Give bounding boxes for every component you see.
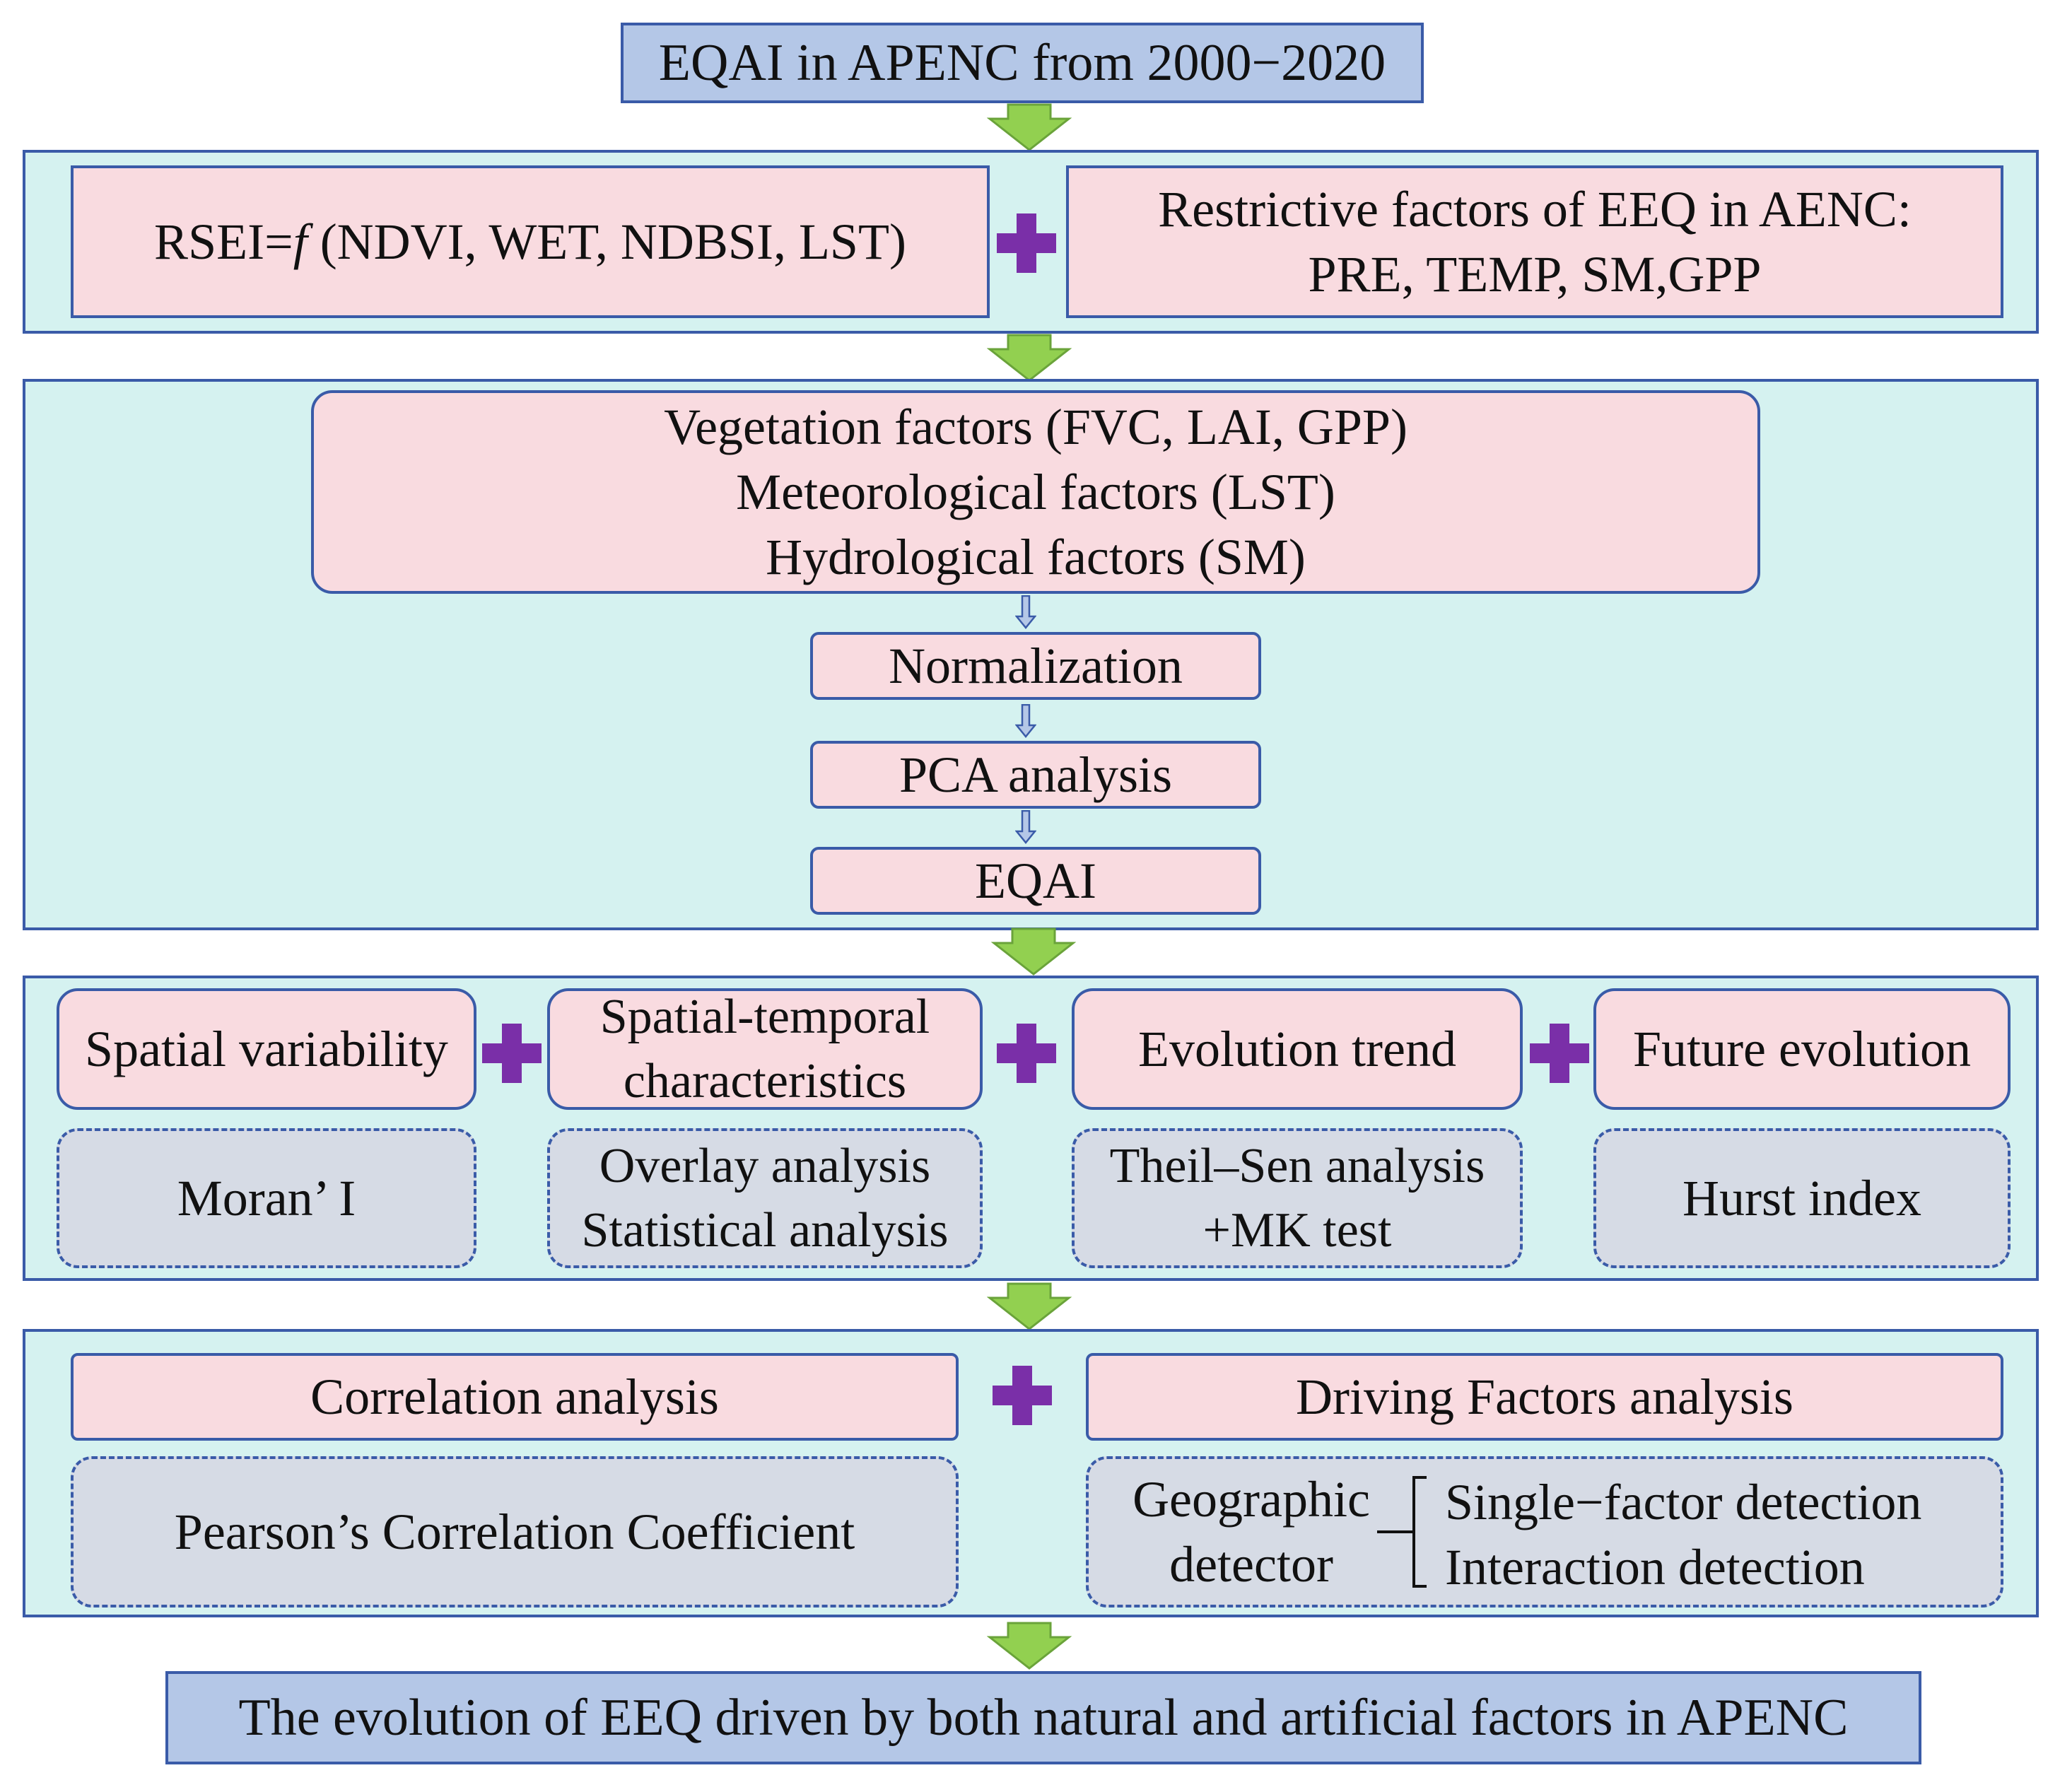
overlay-statistical-box: Overlay analysis Statistical analysis: [547, 1128, 983, 1268]
step-arrow-3: [1015, 810, 1036, 844]
interaction-detection: Interaction detection: [1445, 1539, 1865, 1595]
normalization-text: Normalization: [889, 637, 1183, 694]
spatial-temporal-line-1: Spatial-temporal: [599, 990, 930, 1044]
title-text: EQAI in APENC from 2000−2020: [658, 33, 1386, 92]
overlay-analysis-text: Overlay analysis: [599, 1139, 931, 1193]
spatial-temporal-line-2: characteristics: [623, 1054, 907, 1108]
hydrological-factors: Hydrological factors (SM): [766, 529, 1306, 586]
title-box: EQAI in APENC from 2000−2020: [621, 23, 1424, 103]
flow-arrow-1: [987, 103, 1072, 151]
flow-arrow-4: [987, 1282, 1072, 1330]
statistical-analysis-text: Statistical analysis: [581, 1203, 949, 1258]
plus-icon: [993, 1366, 1052, 1425]
meteorological-factors: Meteorological factors (LST): [736, 463, 1335, 520]
driving-factors-box: Driving Factors analysis: [1086, 1353, 2003, 1441]
restrictive-factors-box: Restrictive factors of EEQ in AENC: PRE,…: [1066, 165, 2003, 318]
pca-box: PCA analysis: [810, 741, 1261, 809]
step-arrow-1: [1015, 595, 1036, 629]
restrictive-line-2: PRE, TEMP, SM,GPP: [1308, 246, 1762, 303]
rsei-box: RSEI=f (NDVI, WET, NDBSI, LST): [71, 165, 990, 318]
hurst-index-text: Hurst index: [1682, 1169, 1921, 1226]
plus-icon: [1530, 1024, 1589, 1083]
conclusion-text: The evolution of EEQ driven by both natu…: [238, 1688, 1849, 1747]
flow-arrow-5: [987, 1622, 1072, 1670]
spatial-variability-text: Spatial variability: [85, 1020, 448, 1077]
geographic-text: Geographic: [1133, 1470, 1370, 1528]
single-factor-detection: Single−factor detection: [1445, 1473, 1922, 1530]
geographic-detector-label: Geographic detector: [1103, 1465, 1400, 1599]
flow-arrow-3: [991, 927, 1076, 976]
moran-box: Moran’ I: [57, 1128, 476, 1268]
plus-icon: [482, 1024, 542, 1083]
future-evolution-box: Future evolution: [1593, 988, 2011, 1110]
factors-box: Vegetation factors (FVC, LAI, GPP) Meteo…: [311, 390, 1760, 594]
moran-text: Moran’ I: [177, 1169, 356, 1226]
flow-arrow-2: [987, 334, 1072, 382]
pearson-text: Pearson’s Correlation Coefficient: [174, 1503, 855, 1560]
restrictive-line-1: Restrictive factors of EEQ in AENC:: [1158, 180, 1912, 238]
evolution-trend-text: Evolution trend: [1138, 1020, 1456, 1077]
detection-list: Single−factor detection Interaction dete…: [1445, 1468, 1996, 1602]
mk-test-text: +MK test: [1202, 1203, 1392, 1258]
correlation-analysis-box: Correlation analysis: [71, 1353, 959, 1441]
detector-text: detector: [1169, 1536, 1333, 1593]
step-arrow-2: [1015, 704, 1036, 738]
eqai-text: EQAI: [975, 852, 1096, 909]
evolution-trend-box: Evolution trend: [1072, 988, 1523, 1110]
spatial-temporal-box: Spatial-temporal characteristics: [547, 988, 983, 1110]
spatial-variability-box: Spatial variability: [57, 988, 476, 1110]
eqai-box: EQAI: [810, 847, 1261, 915]
theil-sen-text: Theil–Sen analysis: [1109, 1139, 1485, 1193]
conclusion-box: The evolution of EEQ driven by both natu…: [165, 1671, 1921, 1764]
pca-text: PCA analysis: [899, 746, 1173, 803]
hurst-box: Hurst index: [1593, 1128, 2011, 1268]
rsei-formula: RSEI=f (NDVI, WET, NDBSI, LST): [154, 213, 906, 270]
correlation-analysis-text: Correlation analysis: [310, 1368, 719, 1425]
future-evolution-text: Future evolution: [1633, 1020, 1971, 1077]
normalization-box: Normalization: [810, 632, 1261, 700]
theil-sen-box: Theil–Sen analysis +MK test: [1072, 1128, 1523, 1268]
brace-icon: [1377, 1476, 1427, 1588]
driving-factors-text: Driving Factors analysis: [1296, 1368, 1793, 1425]
plus-icon: [997, 213, 1056, 273]
vegetation-factors: Vegetation factors (FVC, LAI, GPP): [664, 398, 1408, 455]
geographic-detector-box: Geographic detector Single−factor detect…: [1086, 1456, 2003, 1607]
pearson-box: Pearson’s Correlation Coefficient: [71, 1456, 959, 1607]
plus-icon: [997, 1024, 1056, 1083]
